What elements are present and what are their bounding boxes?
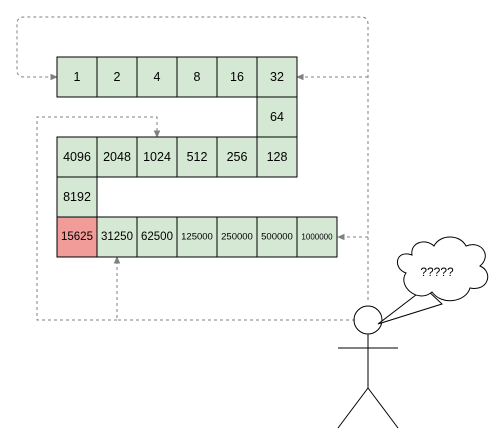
cell-label-4: 4	[154, 70, 161, 84]
cell-box-256	[216, 136, 258, 178]
cell-label-500000: 500000	[261, 232, 293, 243]
connectors	[16, 16, 369, 321]
cell-label-512: 512	[187, 150, 208, 164]
thought-bubble-tail	[377, 287, 443, 325]
cell-box-4096	[56, 136, 98, 178]
figure-head	[353, 305, 383, 335]
cell-label-8192: 8192	[63, 190, 91, 204]
cell-box-2048	[96, 136, 138, 178]
cell-label-15625: 15625	[61, 231, 93, 243]
cell-label-4096: 4096	[63, 150, 91, 164]
cell-label-128: 128	[267, 150, 288, 164]
cell-label-2: 2	[114, 70, 121, 84]
cell-label-1: 1	[74, 70, 81, 84]
cell-label-1000000: 1000000	[301, 233, 333, 242]
cell-label-32: 32	[270, 70, 284, 84]
cell-box-1000000	[296, 216, 338, 258]
cell-label-8: 8	[194, 70, 201, 84]
cell-box-250000	[216, 216, 258, 258]
cell-box-1024	[136, 136, 178, 178]
cell-box-512	[176, 136, 218, 178]
cell-label-31250: 31250	[101, 231, 133, 243]
cell-box-2	[96, 56, 138, 98]
cell-label-256: 256	[227, 150, 248, 164]
cell-box-125000	[176, 216, 218, 258]
thought-text: ?????	[420, 265, 454, 279]
figure-right-leg	[367, 387, 399, 429]
cell-box-32	[256, 56, 298, 98]
figure-left-leg	[337, 387, 369, 429]
cell-label-1024: 1024	[143, 150, 171, 164]
connector-left-loop-to-cell-1024	[36, 116, 157, 321]
cell-label-62500: 62500	[141, 231, 173, 243]
cell-label-250000: 250000	[221, 232, 253, 243]
connector-figure-to-cell-31250	[117, 257, 355, 321]
cell-label-2048: 2048	[103, 150, 131, 164]
cell-label-16: 16	[230, 70, 244, 84]
cell-box-16	[216, 56, 258, 98]
cell-box-128	[256, 136, 298, 178]
cell-box-15625	[56, 216, 98, 258]
cell-box-8192	[56, 176, 98, 218]
thought-bubble: ?????	[377, 236, 489, 325]
cell-box-64	[256, 96, 298, 138]
stick-figure-icon	[337, 305, 399, 429]
cell-label-64: 64	[270, 110, 284, 124]
cell-grid: 1 2 4 8 16 32 64 128 256 512 1024 2048 4096 8192 15625…	[56, 56, 338, 258]
cell-label-125000: 125000	[181, 232, 213, 243]
thought-cloud-icon	[397, 236, 489, 302]
